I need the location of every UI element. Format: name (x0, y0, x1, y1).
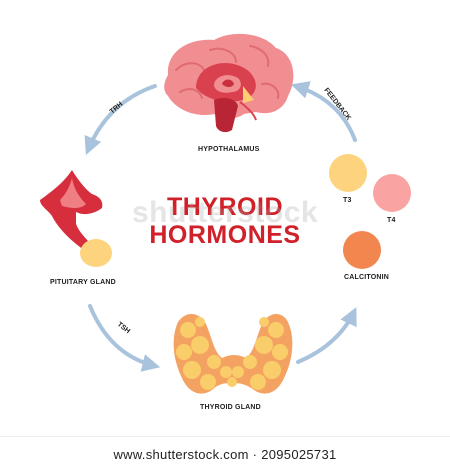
calcitonin-circle (343, 231, 381, 269)
t3-label: T3 (343, 197, 352, 204)
footer-bar: www.shutterstock.com · 2095025731 (0, 436, 450, 471)
title-line-2: HORMONES (149, 221, 301, 249)
arrow-to-hormones (296, 307, 357, 364)
t4-circle (373, 174, 411, 212)
t4-label: T4 (387, 217, 396, 224)
arrow-feedback (290, 81, 357, 142)
thyroid-label: THYROID GLAND (200, 404, 261, 411)
arrow-label-feedback: FEEDBACK (322, 87, 351, 122)
arrow-tsh (88, 304, 161, 372)
t3-circle (329, 154, 367, 192)
pituitary-label: PITUITARY GLAND (50, 279, 116, 286)
thyroid-illustration (173, 313, 293, 394)
calcitonin-label: CALCITONIN (344, 274, 390, 281)
title-line-1: THYROID (167, 193, 283, 221)
footer-url: www.shutterstock.com · 2095025731 (113, 447, 337, 462)
arrow-label-tsh: TSH (116, 321, 131, 335)
hypothalamus-label: HYPOTHALAMUS (198, 146, 260, 153)
pituitary-illustration (40, 170, 112, 267)
brain-illustration (164, 33, 294, 133)
arrow-trh (84, 84, 157, 155)
